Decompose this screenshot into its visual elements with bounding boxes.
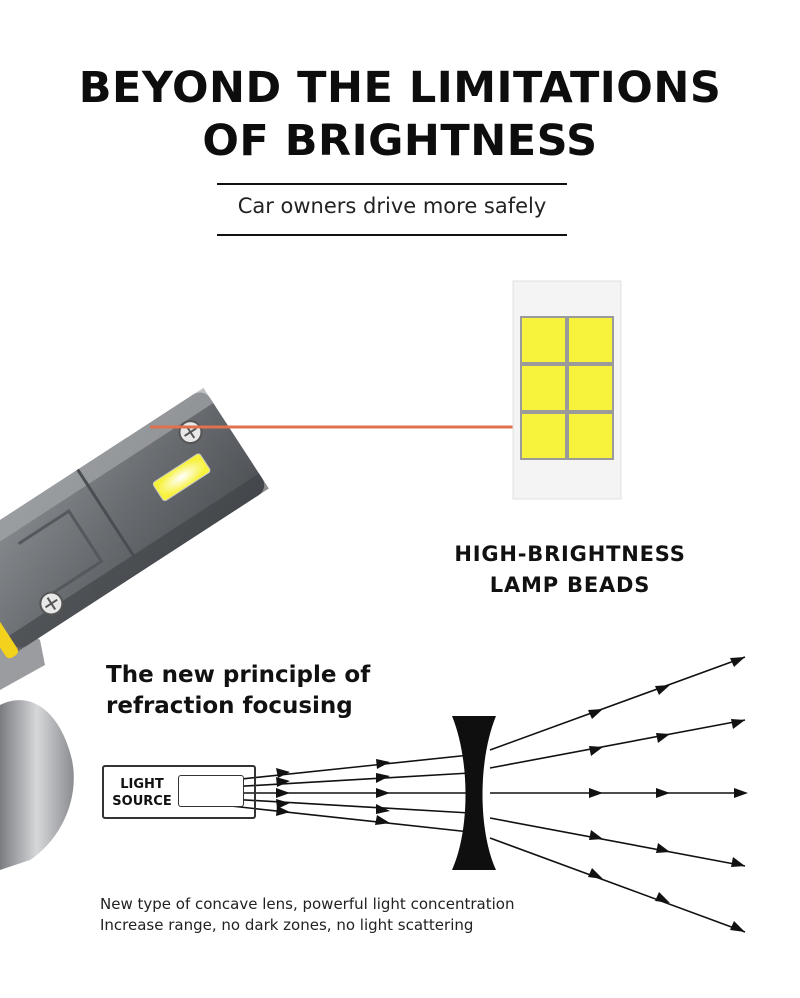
led-chip [512,280,622,500]
light-source-label-line-2: SOURCE [112,794,172,809]
lens-description-line-2: Increase range, no dark zones, no light … [100,916,474,934]
light-source-emitter [178,775,244,807]
lamp-beads-caption-line-2: LAMP BEADS [489,573,651,597]
bulb-body [0,387,269,659]
lens-description: New type of concave lens, powerful light… [100,894,660,936]
light-source-label: LIGHT SOURCE [104,776,180,810]
light-source-box [102,765,256,819]
refraction-heading: The new principle of refraction focusing [106,660,426,722]
refraction-heading-line-2: refraction focusing [106,693,353,719]
page-title-line-1: BEYOND THE LIMITATIONS [78,63,722,113]
light-source-label-line-1: LIGHT [120,777,164,792]
subtitle-bottom-divider [217,234,567,236]
lamp-beads-caption: HIGH-BRIGHTNESS LAMP BEADS [430,539,710,601]
lamp-beads-caption-line-1: HIGH-BRIGHTNESS [454,542,686,566]
lens-description-line-1: New type of concave lens, powerful light… [100,895,515,913]
page-title-line-2: OF BRIGHTNESS [202,116,598,166]
subtitle: Car owners drive more safely [237,194,547,218]
subtitle-top-divider [217,183,567,185]
page-title: BEYOND THE LIMITATIONS OF BRIGHTNESS [0,62,800,168]
refraction-heading-line-1: The new principle of [106,662,371,688]
